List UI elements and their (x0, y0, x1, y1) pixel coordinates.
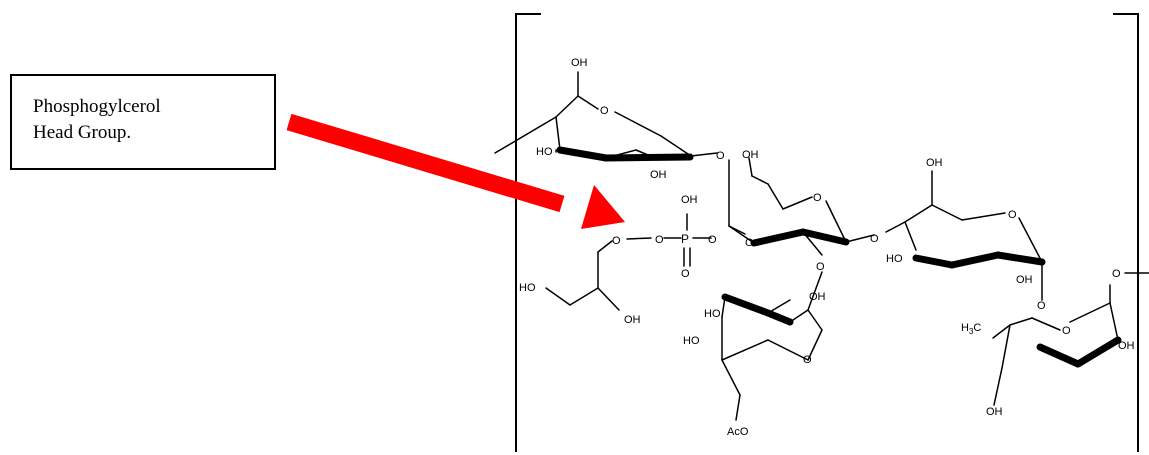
sugar-ring-b (728, 157, 875, 256)
atom-o: O (600, 105, 609, 117)
atom-oh: OH (650, 169, 667, 181)
sugar-ring-c (721, 271, 823, 421)
atom-ho: HO (683, 335, 700, 347)
atom-oh: OH (571, 57, 588, 69)
atom-oh: OH (809, 291, 826, 303)
atom-oh: OH (1016, 274, 1033, 286)
atom-ho: HO (519, 282, 536, 294)
atom-o: O (655, 234, 664, 246)
atom-o: O (813, 192, 822, 204)
atom-o: O (716, 150, 725, 162)
sugar-ring-d (885, 170, 1046, 301)
atom-o: O (1008, 209, 1017, 221)
atom-oh: OH (1118, 340, 1135, 352)
atom-oh: OH (624, 314, 641, 326)
atom-o: O (1037, 300, 1046, 312)
phosphoglycerol-group (545, 213, 712, 311)
atom-o: O (1062, 325, 1071, 337)
label-line-1: Phosphogylcerol (33, 96, 161, 117)
annotation-label-box: Phosphogylcerol Head Group. (10, 74, 276, 170)
atom-o: O (870, 233, 879, 245)
atom-labels: OH O HO OH O OH O OH O P O O O O O O HO … (519, 57, 1135, 438)
sugar-ring-a (494, 71, 718, 162)
atom-oh: OH (926, 157, 943, 169)
atom-aco: AcO (727, 426, 749, 438)
atom-o: O (708, 234, 717, 246)
atom-o: O (681, 268, 690, 280)
atom-o: O (803, 354, 812, 366)
atom-ho: HO (536, 146, 553, 158)
pointer-arrow (286, 113, 625, 229)
atom-o: O (1112, 268, 1121, 280)
atom-oh: OH (681, 194, 698, 206)
atom-ho: HO (704, 308, 721, 320)
atom-o: O (612, 235, 621, 247)
atom-o: O (745, 237, 754, 249)
atom-p: P (681, 232, 689, 246)
atom-oh: OH (986, 406, 1003, 418)
atom-oh: OH (742, 149, 759, 161)
repeat-unit-brackets (515, 13, 1139, 452)
atom-o: O (816, 261, 825, 273)
atom-h3c: H3C (961, 322, 981, 336)
label-line-2: Head Group. (33, 122, 132, 143)
atom-ho: HO (886, 253, 903, 265)
sugar-ring-e (992, 272, 1149, 406)
